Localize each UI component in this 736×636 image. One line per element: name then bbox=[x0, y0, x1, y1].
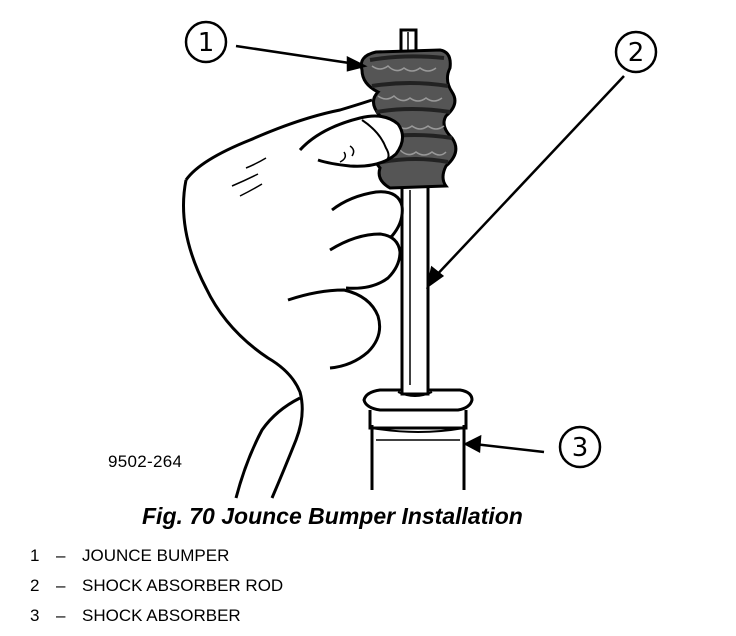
drawing-code: 9502-264 bbox=[108, 452, 183, 471]
legend: 1–JOUNCE BUMPER 2–SHOCK ABSORBER ROD 3–S… bbox=[30, 541, 283, 631]
leader-line-1 bbox=[235, 44, 357, 66]
callout-2: 2 bbox=[614, 30, 658, 74]
leader-lines bbox=[235, 44, 625, 454]
leader-line-2 bbox=[431, 75, 625, 281]
shock-absorber-rod bbox=[397, 180, 433, 397]
callout-3: 3 bbox=[558, 425, 602, 469]
legend-item: 2–SHOCK ABSORBER ROD bbox=[30, 571, 283, 601]
legend-label: JOUNCE BUMPER bbox=[82, 546, 230, 565]
callout-1: 1 bbox=[184, 20, 228, 64]
shock-absorber-body bbox=[362, 388, 474, 490]
legend-dash: – bbox=[56, 606, 66, 625]
legend-item: 1–JOUNCE BUMPER bbox=[30, 541, 283, 571]
leader-arrow-2 bbox=[426, 265, 445, 289]
svg-text:3: 3 bbox=[572, 433, 589, 463]
legend-dash: – bbox=[56, 576, 66, 595]
rod-stud bbox=[399, 28, 418, 54]
legend-number: 1 bbox=[30, 546, 40, 565]
jounce-bumper-illustration: 1 2 3 bbox=[182, 20, 658, 499]
legend-label: SHOCK ABSORBER ROD bbox=[82, 576, 284, 595]
figure-caption: Fig. 70 Jounce Bumper Installation bbox=[142, 503, 523, 529]
svg-text:1: 1 bbox=[198, 28, 215, 58]
legend-label: SHOCK ABSORBER bbox=[82, 606, 241, 625]
leader-arrow-1 bbox=[346, 55, 368, 72]
legend-dash: – bbox=[56, 546, 66, 565]
hand bbox=[182, 98, 404, 499]
legend-number: 3 bbox=[30, 606, 40, 625]
svg-text:2: 2 bbox=[628, 38, 645, 68]
legend-number: 2 bbox=[30, 576, 40, 595]
legend-item: 3–SHOCK ABSORBER bbox=[30, 601, 283, 631]
leader-arrow-3 bbox=[463, 434, 482, 454]
leader-line-3 bbox=[473, 442, 545, 454]
